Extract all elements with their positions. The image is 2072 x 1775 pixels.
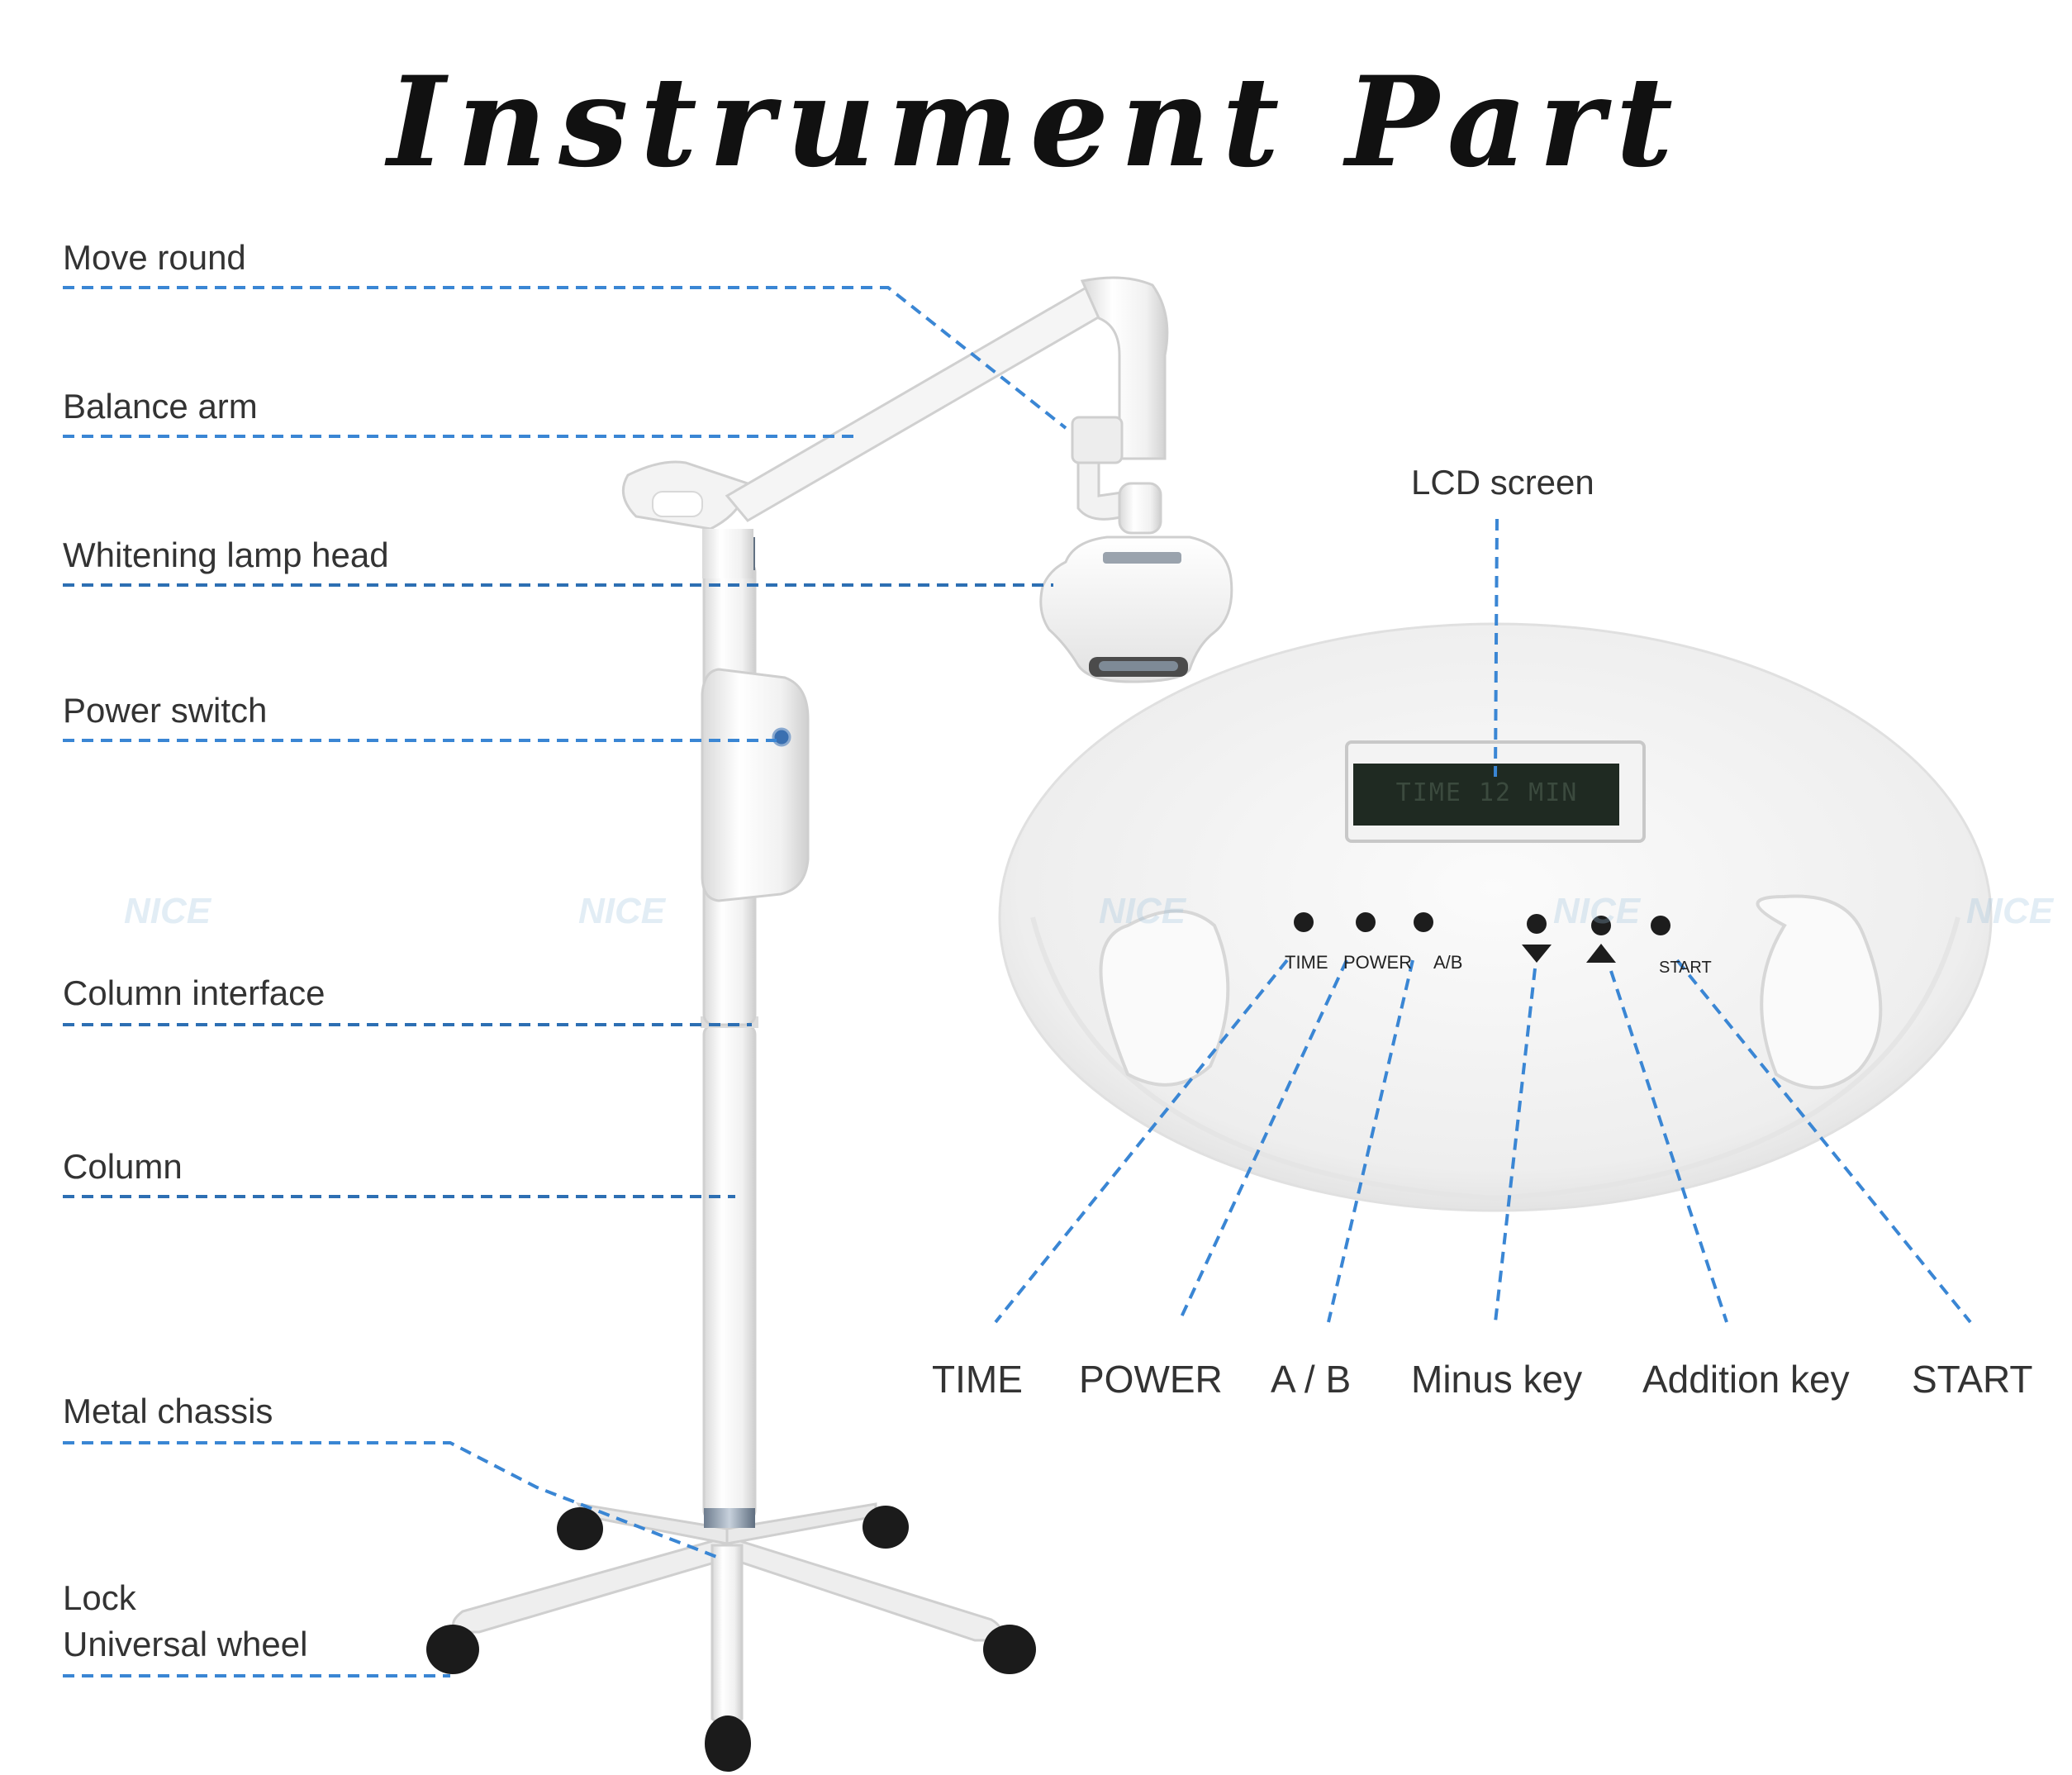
page-title: Instrument Part — [387, 50, 1685, 195]
start-key-dot — [1651, 916, 1670, 935]
key-label-ab: A / B — [1271, 1358, 1352, 1401]
lamp-head — [1039, 482, 1233, 683]
panel-text-ab: A/B — [1433, 952, 1463, 973]
control-box — [701, 668, 810, 902]
label-universal-wheel: Universal wheel — [63, 1625, 308, 1663]
key-label-power: POWER — [1079, 1358, 1223, 1401]
panel-leader-lines — [994, 518, 1972, 1324]
label-move-round: Move round — [63, 238, 246, 277]
panel-text-start: START — [1659, 959, 1712, 977]
label-power-switch: Power switch — [63, 691, 268, 730]
control-panel-closeup — [998, 622, 1993, 1212]
panel-text-time: TIME — [1285, 952, 1328, 973]
panel-text-power: POWER — [1343, 952, 1413, 973]
power-switch-knob — [772, 727, 791, 747]
label-column: Column — [63, 1147, 183, 1186]
addition-key-dot — [1591, 916, 1611, 935]
ab-key-dot — [1414, 912, 1433, 932]
key-label-minus: Minus key — [1411, 1358, 1583, 1401]
key-label-addition: Addition key — [1642, 1358, 1850, 1401]
label-whitening-lamp-head: Whitening lamp head — [63, 535, 389, 574]
time-key-dot — [1294, 912, 1314, 932]
key-label-start: START — [1912, 1358, 2033, 1401]
balance-arm-body — [621, 276, 1169, 578]
left-leader-lines — [63, 286, 1067, 1677]
metal-chassis-base — [452, 1501, 1002, 1726]
key-label-time: TIME — [932, 1358, 1023, 1401]
universal-wheel-set — [426, 1506, 1036, 1772]
column-body — [701, 1016, 758, 1528]
label-lcd-screen: LCD screen — [1411, 463, 1594, 502]
lcd-display-text: TIME 12 MIN — [1395, 778, 1579, 807]
plus-arrow-icon — [1586, 944, 1616, 963]
label-metal-chassis: Metal chassis — [63, 1392, 273, 1430]
label-column-interface: Column interface — [63, 973, 326, 1012]
minus-arrow-icon — [1522, 945, 1552, 963]
label-lock: Lock — [63, 1578, 136, 1617]
minus-key-dot — [1527, 914, 1547, 934]
label-balance-arm: Balance arm — [63, 387, 258, 426]
power-key-dot — [1356, 912, 1376, 932]
